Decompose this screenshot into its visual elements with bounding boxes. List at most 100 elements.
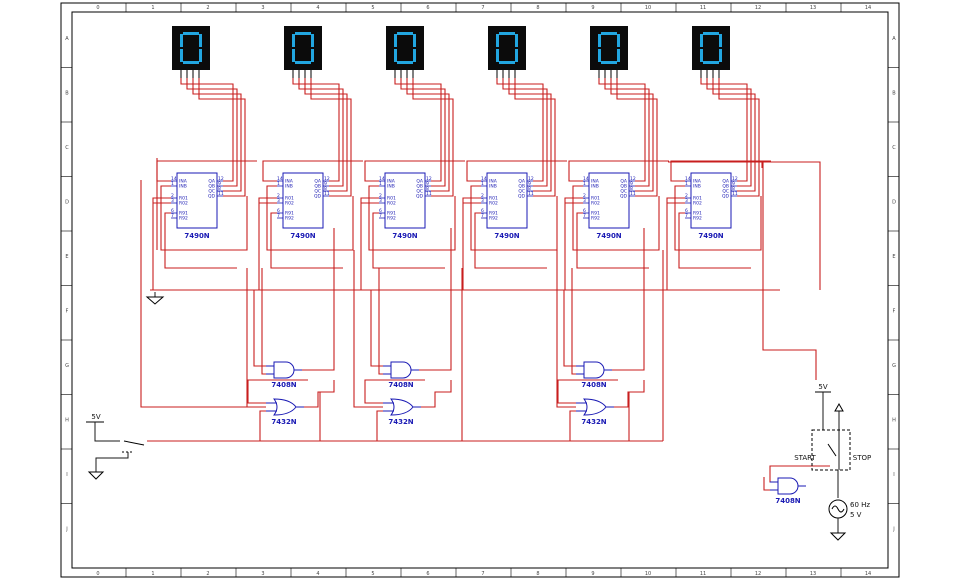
display-segment bbox=[700, 34, 703, 47]
display-wire bbox=[712, 78, 756, 192]
chip-pin-number: 6 bbox=[277, 208, 280, 214]
chip-pin-name: R01 bbox=[591, 196, 600, 202]
chip-label: 7490N bbox=[184, 232, 209, 240]
or-gate-7432n[interactable]: 7432N bbox=[576, 398, 614, 426]
gate-wire bbox=[304, 380, 335, 408]
display-wire bbox=[496, 78, 544, 182]
display-segment bbox=[515, 49, 518, 62]
ruler-col-bottom: 0 bbox=[96, 571, 99, 577]
feedback-wire bbox=[160, 185, 248, 251]
or-gate-7432n[interactable]: 7432N bbox=[383, 398, 421, 426]
chip-pin-number: 9 bbox=[732, 181, 735, 187]
gate-wire bbox=[261, 268, 266, 375]
feedback-wire bbox=[572, 185, 660, 251]
and-gate-7408n[interactable]: 7408N bbox=[576, 361, 612, 389]
clock-frequency: 60 Hz bbox=[850, 501, 870, 509]
seven-segment-display[interactable]: 0 bbox=[590, 26, 628, 87]
ruler-col-bottom: 4 bbox=[316, 571, 319, 577]
drawing-area-border bbox=[71, 11, 889, 569]
ruler: 0011223344556677889910101111121213131414… bbox=[61, 3, 899, 577]
display-wire bbox=[610, 78, 654, 192]
display-segment bbox=[311, 34, 314, 47]
chip-pin-name: QB bbox=[722, 184, 729, 190]
and-gate-7408n[interactable]: 7408N bbox=[770, 477, 806, 505]
ruler-col-top: 10 bbox=[645, 5, 651, 11]
ruler-col-bottom: 14 bbox=[865, 571, 871, 577]
seven-segment-display[interactable]: 0 bbox=[386, 26, 424, 87]
clock-wire bbox=[762, 162, 817, 380]
ruler-col-top: 1 bbox=[151, 5, 154, 11]
and-gate-7408n[interactable]: 7408N bbox=[266, 361, 302, 389]
display-wire bbox=[400, 78, 446, 187]
display-segment bbox=[397, 61, 413, 64]
seven-segment-display[interactable]: 0 bbox=[488, 26, 526, 87]
chip-pin-number: 1 bbox=[481, 181, 484, 187]
or-gate-7432n[interactable]: 7432N bbox=[266, 398, 304, 426]
ruler-col-top: 3 bbox=[261, 5, 264, 11]
chip-pin-number: 14 bbox=[481, 176, 487, 182]
reset-switch[interactable]: 5V bbox=[86, 413, 145, 480]
reset-wire bbox=[564, 197, 583, 290]
chip-pin-name: R92 bbox=[591, 216, 600, 222]
display-segment bbox=[183, 32, 199, 35]
feedback-wire bbox=[368, 185, 456, 251]
chip-pin-number: 2 bbox=[583, 193, 586, 199]
seven-segment-display[interactable]: 0 bbox=[692, 26, 730, 87]
chip-pin-number: 14 bbox=[277, 176, 283, 182]
display-wire bbox=[514, 78, 556, 197]
chip-pin-number: 11 bbox=[528, 191, 534, 197]
display-segment bbox=[295, 32, 311, 35]
chip-pin-number: 2 bbox=[481, 193, 484, 199]
chip-pin-number: 6 bbox=[583, 208, 586, 214]
ruler-row-right: B bbox=[892, 91, 896, 97]
chip-pin-name: R92 bbox=[387, 216, 396, 222]
chip-pin-number: 11 bbox=[630, 191, 636, 197]
gate-wire bbox=[571, 268, 576, 375]
chip-pin-name: R01 bbox=[693, 196, 702, 202]
ruler-col-top: 11 bbox=[700, 5, 706, 11]
ruler-row-left: D bbox=[65, 200, 69, 206]
display-segment bbox=[617, 34, 620, 47]
ruler-row-right: C bbox=[892, 145, 896, 151]
chip-pin-number: 9 bbox=[630, 181, 633, 187]
seven-segment-display[interactable]: 0 bbox=[172, 26, 210, 87]
ruler-col-top: 5 bbox=[371, 5, 374, 11]
ruler-row-left: C bbox=[65, 145, 69, 151]
chip-pin-number: 12 bbox=[324, 176, 330, 182]
display-wire bbox=[192, 78, 242, 192]
wiring bbox=[140, 78, 830, 491]
chip-pin-number: 11 bbox=[218, 191, 224, 197]
chip-pin-name: QD bbox=[208, 194, 216, 200]
ruler-col-top: 12 bbox=[755, 5, 761, 11]
chip-pin-name: QD bbox=[518, 194, 526, 200]
switch-lever bbox=[827, 443, 837, 457]
chip-pin-number: 3 bbox=[277, 198, 280, 204]
ruler-col-top: 8 bbox=[536, 5, 539, 11]
chip-pin-number: 1 bbox=[685, 181, 688, 187]
switch-wire bbox=[94, 422, 120, 442]
ruler-col-top: 0 bbox=[96, 5, 99, 11]
set-wire bbox=[474, 212, 547, 269]
vcc-label: 5V bbox=[91, 413, 100, 421]
seven-segment-display[interactable]: 0 bbox=[284, 26, 322, 87]
ruler-row-left: J bbox=[65, 527, 67, 533]
chip-body bbox=[588, 172, 630, 229]
chip-pin-number: 9 bbox=[528, 181, 531, 187]
chip-pin-name: R92 bbox=[693, 216, 702, 222]
ruler-col-top: 7 bbox=[481, 5, 484, 11]
display-segment bbox=[598, 49, 601, 62]
gate-wire bbox=[247, 379, 308, 404]
chip-pin-name: INB bbox=[387, 184, 395, 190]
ruler-row-left: H bbox=[65, 418, 69, 424]
and-gate-7408n[interactable]: 7408N bbox=[383, 361, 419, 389]
chip-pin-name: R01 bbox=[179, 196, 188, 202]
